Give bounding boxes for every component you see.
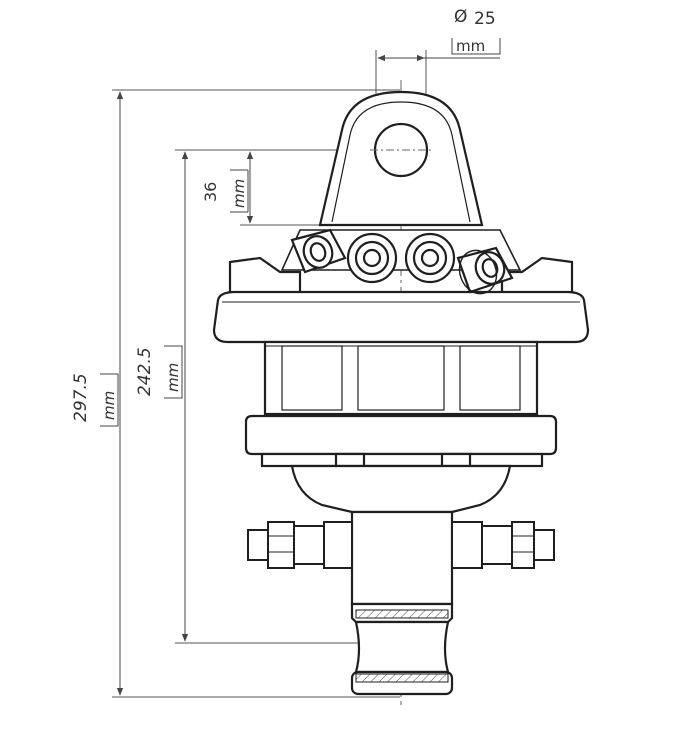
lower-shaft <box>350 510 454 696</box>
fitting-4 <box>456 246 514 295</box>
right-side-fitting <box>451 521 555 569</box>
bore-to-bottom-unit-bracket <box>164 345 183 399</box>
overall-height-unit: mm <box>100 391 118 420</box>
overall-height-value: 297.5 <box>71 373 91 422</box>
left-side-fitting <box>247 521 353 569</box>
overall-height-unit-bracket <box>100 373 119 427</box>
bore-value: 25 <box>474 9 496 29</box>
fitting-3 <box>404 232 456 284</box>
rotor-body <box>290 464 512 514</box>
lug-height-unit-bracket <box>230 169 249 213</box>
bore-symbol: Ø <box>454 7 467 27</box>
bore-unit-bracket <box>451 38 501 55</box>
fitting-1 <box>290 228 347 274</box>
top-hydraulic-fittings <box>290 228 514 295</box>
bore-unit: mm <box>456 37 485 55</box>
fitting-2 <box>346 232 398 284</box>
middle-body <box>263 340 539 416</box>
lug-height-value: 36 <box>201 182 220 202</box>
top-housing <box>212 229 590 344</box>
bore-to-bottom-value: 242.5 <box>135 347 155 396</box>
lower-flange <box>244 414 558 468</box>
bore-to-bottom-unit: mm <box>164 363 182 392</box>
lug-height-unit: mm <box>230 179 248 208</box>
